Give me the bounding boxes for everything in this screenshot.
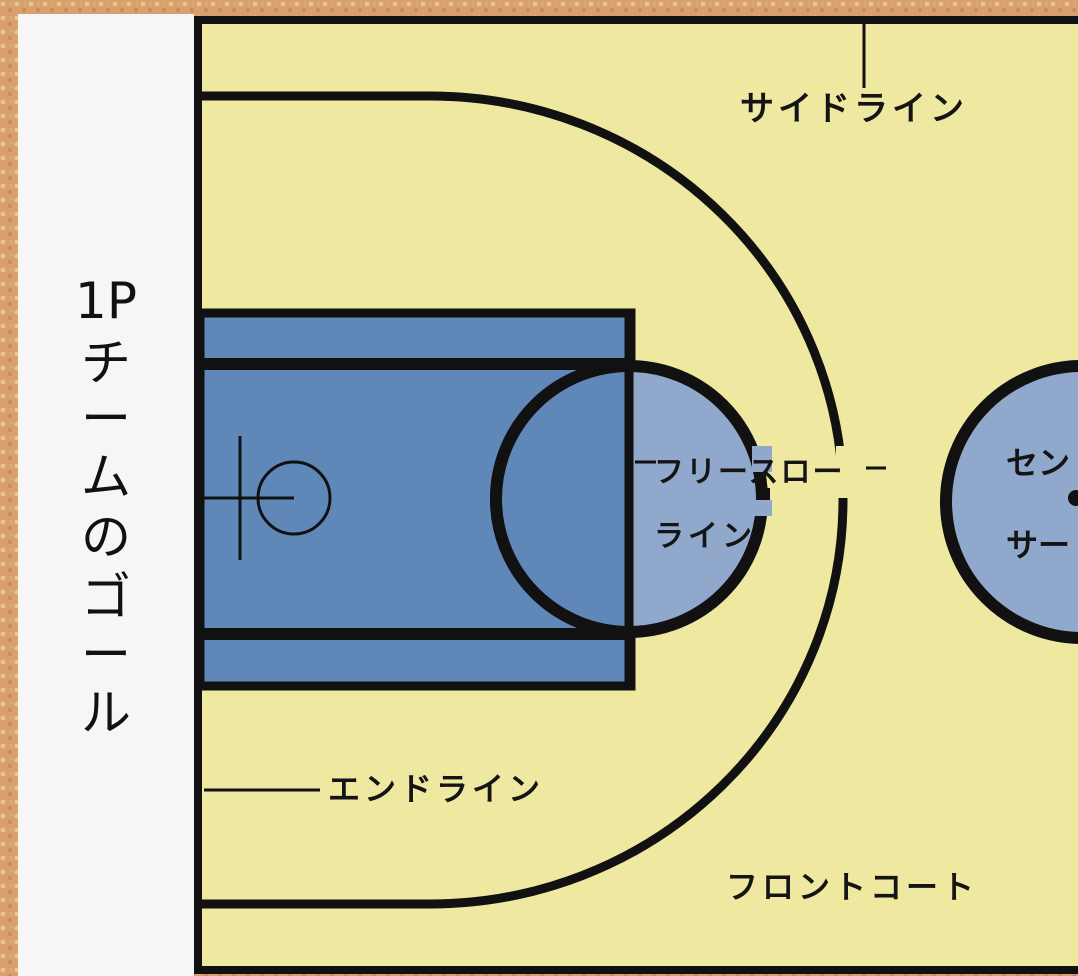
three-point-gap [836,446,850,498]
center-circle-label-2: サー [1006,526,1070,564]
side-title-line-1: チ [81,334,131,392]
freethrow-circle-left-stroke [490,360,630,638]
freethrow-label-1: フリースロー [654,455,845,490]
side-title-line-2: ー [81,390,131,448]
center-circle-label-1: セン [1006,444,1070,482]
side-title-line-5: ゴ [81,568,131,626]
freethrow-circle-inner-half [502,372,629,626]
side-title-line-4: の [81,508,131,566]
side-panel [18,14,194,976]
freethrow-circle-gap-1 [752,446,772,472]
freethrow-label-2: ライン [654,519,756,554]
side-title-line-7: ル [81,684,131,742]
center-dot [1068,490,1078,506]
side-title-line-0: 1P [75,272,137,330]
endline-label: エンドライン [328,770,544,808]
freethrow-circle-gap-2 [752,500,772,516]
freethrow-circle-tick [756,488,770,500]
sideline-label: サイドライン [740,89,968,129]
side-panel-title: 1P チ ー ム の ゴ ー ル [75,272,137,742]
frontcourt-label: フロントコート [726,868,978,906]
three-point-arc [200,91,848,909]
side-title-line-6: ー [81,626,131,684]
side-title-line-3: ム [81,448,131,506]
center-circle [940,360,1078,644]
